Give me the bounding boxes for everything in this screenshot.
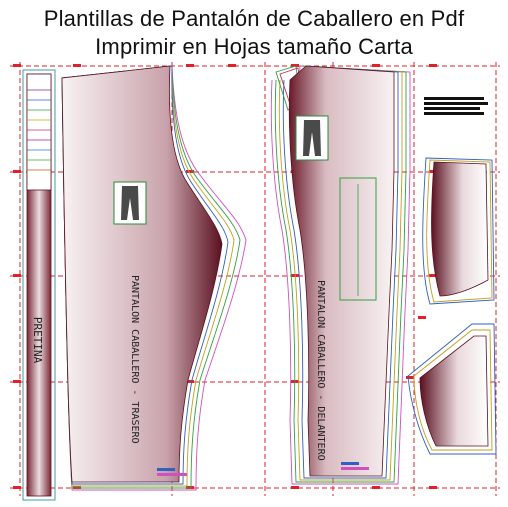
pocket-piece-upper: [422, 157, 495, 305]
front-trouser-piece: PANTALON CABALLERO - DELANTERO: [270, 65, 411, 485]
page-title-line1: Plantillas de Pantalón de Caballero en P…: [43, 6, 465, 31]
page-title-line2: Imprimir en Hojas tamaño Carta: [95, 34, 413, 59]
back-trouser-piece: PANTALON CABALLERO - TRASERO: [61, 65, 247, 491]
pocket-piece-lower: [407, 323, 497, 455]
waistband-label: PRETINA: [31, 317, 44, 364]
waistband-piece: PRETINA: [22, 69, 56, 501]
front-piece-label: PANTALON CABALLERO - DELANTERO: [315, 280, 326, 461]
trouser-thumbnail-back: [113, 181, 147, 225]
hem-markers: [157, 462, 369, 476]
trouser-thumbnail-front: [295, 115, 329, 161]
legend-bars: [424, 97, 488, 115]
back-piece-label: PANTALON CABALLERO - TRASERO: [129, 275, 140, 444]
